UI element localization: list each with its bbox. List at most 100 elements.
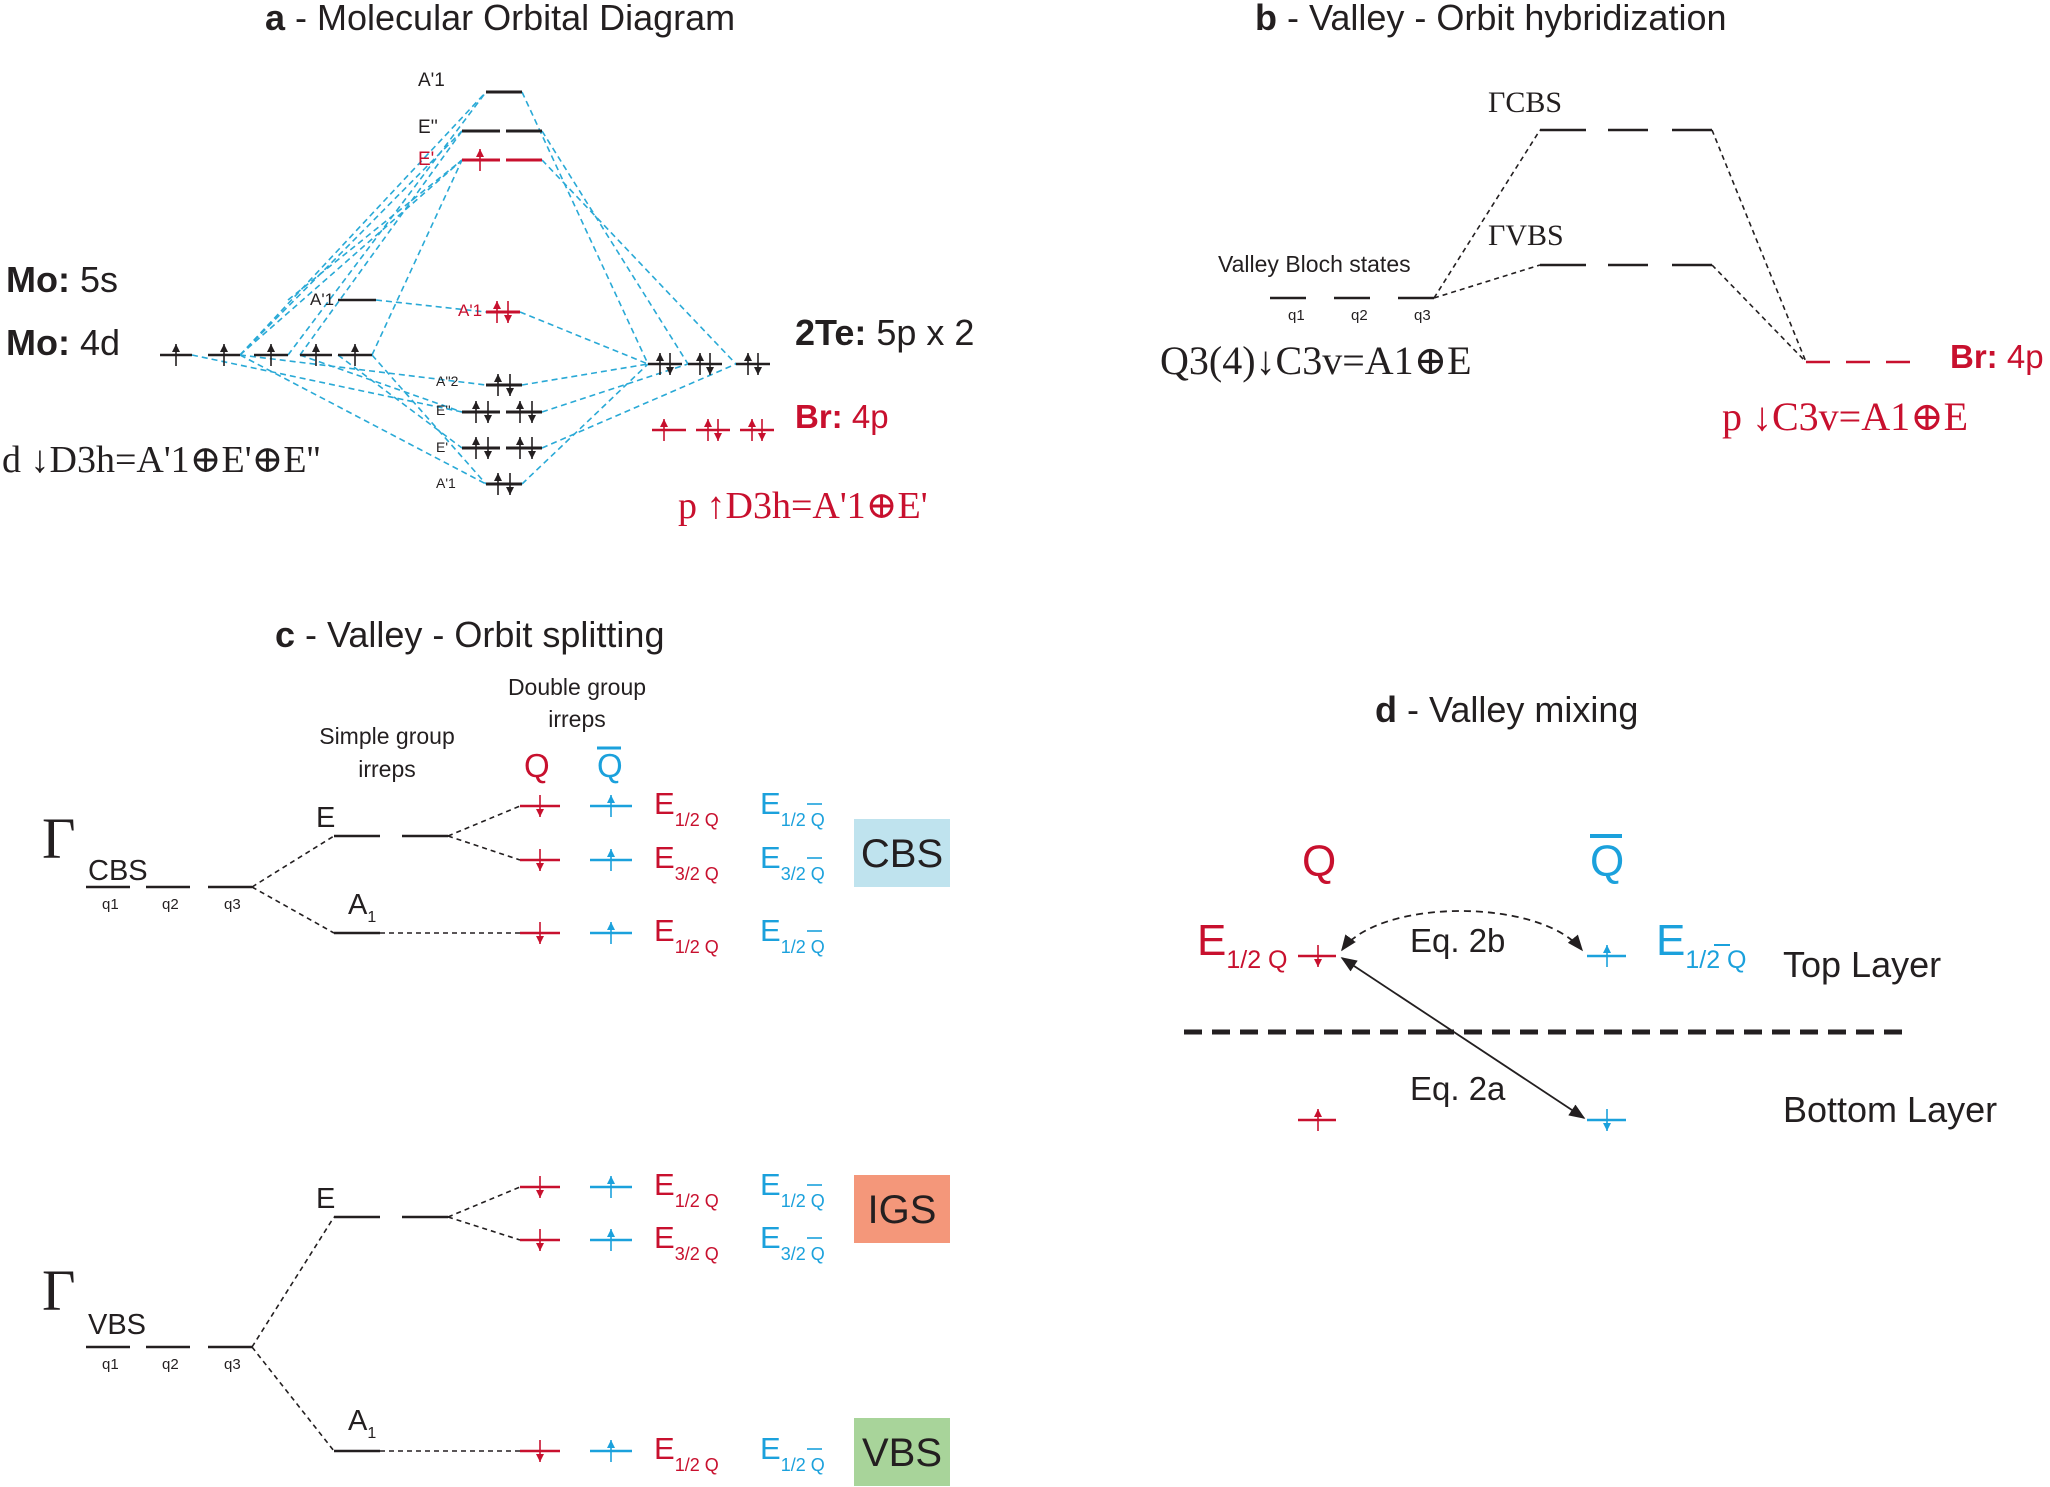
- d-top-blue-spin-head: [1603, 945, 1611, 953]
- panel-c-letter: c: [275, 614, 295, 655]
- mo-connection-21: [239, 354, 487, 485]
- igs-dash-e-row1: [447, 1186, 521, 1218]
- mo-4d-bold: Mo:: [6, 322, 70, 363]
- vbs-q1: q1: [102, 1356, 119, 1373]
- mo-level-e1-low: E': [436, 439, 448, 455]
- gamma-vbs-c: Γ: [42, 1258, 76, 1323]
- b-dash-to-cbs: [1433, 129, 1541, 299]
- q-c3v-decomposition: Q3(4)↓C3v=A1⊕E: [1160, 338, 1472, 383]
- panel-a-title: a - Molecular Orbital Diagram: [265, 0, 735, 38]
- vbs-row-red-spin-head: [536, 1454, 544, 1462]
- vbs-row-red-state: E1/2 Q: [654, 1431, 719, 1475]
- mo-e2-low-e-up-1-head: [516, 401, 524, 409]
- mo-level-e1-red: E': [418, 149, 434, 170]
- te-5p-bold: 2Te:: [795, 312, 866, 353]
- br-4p-bold-b: Br:: [1950, 338, 1998, 375]
- vbs-row-blue-spin-head: [607, 1440, 615, 1448]
- mo-a1-red-electron-up-head: [493, 301, 501, 309]
- mo-a2-e-up-head: [494, 374, 502, 382]
- panel-c: c - Valley - Orbit splitting Double grou…: [42, 614, 950, 1486]
- te-5p-e-up-2-head: [744, 353, 752, 361]
- mo-connection-20: [191, 354, 463, 413]
- panel-a-energy-levels: [160, 90, 774, 495]
- valley-q-label-c: Q: [524, 747, 550, 784]
- d-bottom-blue-spin-head: [1603, 1123, 1611, 1131]
- mo-connection-3: [287, 91, 487, 356]
- panel-b: b - Valley - Orbit hybridization ΓCBS ΓV…: [1160, 0, 2044, 439]
- d-bottom-red-spin-head: [1314, 1109, 1322, 1117]
- te-5p-label: 2Te: 5p x 2: [795, 312, 974, 353]
- te-5p-e-down-0-head: [666, 367, 674, 375]
- eq-2a-label: Eq. 2a: [1410, 1070, 1506, 1107]
- simple-group-label-2: irreps: [358, 756, 416, 782]
- top-layer-label: Top Layer: [1783, 944, 1941, 985]
- cbs-row2-blue-spin-head: [607, 849, 615, 857]
- irrep-e-vbs: E: [316, 1183, 335, 1215]
- d-orbital-decomposition: d ↓D3h=A'1⊕E'⊕E'': [2, 439, 320, 481]
- panel-d-title: d - Valley mixing: [1375, 689, 1638, 730]
- e-half-qbar-blue-d: E1/2 Q: [1656, 916, 1747, 974]
- igs-row2-red-state: E3/2 Q: [654, 1220, 719, 1264]
- cbs-row3-red-state-sub: 1/2 Q: [675, 937, 719, 957]
- cbs-row3-blue-spin-head: [607, 922, 615, 930]
- igs-row2-blue-spin-head: [607, 1229, 615, 1237]
- te-5p-text: 5p x 2: [866, 312, 974, 353]
- vbs-subscript-c: VBS: [88, 1309, 146, 1341]
- igs-row1-red-spin-head: [536, 1190, 544, 1198]
- double-group-label-1: Double group: [508, 674, 646, 700]
- bottom-layer-label: Bottom Layer: [1783, 1089, 1997, 1130]
- cbs-row3-red-state: E1/2 Q: [654, 913, 719, 957]
- simple-group-label-1: Simple group: [319, 723, 455, 749]
- irrep-a1-cbs: A1: [348, 889, 376, 926]
- cbs-q2: q2: [162, 896, 179, 913]
- panel-c-title-text: - Valley - Orbit splitting: [295, 614, 664, 655]
- mo-connection-16: [541, 363, 689, 413]
- mo-level-a1-top: A'1: [418, 70, 445, 91]
- te-5p-e-up-1-head: [696, 353, 704, 361]
- gamma-cbs-c: Γ: [42, 806, 76, 871]
- vbs-row-blue-state-sub: 1/2 Q: [781, 1455, 825, 1475]
- mo-4d-electron-2-head: [267, 344, 275, 352]
- mo-connection-5: [371, 159, 463, 356]
- vbs-q2: q2: [162, 1356, 179, 1373]
- cbs-row1-red-state-sub: 1/2 Q: [675, 810, 719, 830]
- cbs-row1-red-state: E1/2 Q: [654, 786, 719, 830]
- panel-a: a - Molecular Orbital Diagram A'1 E'' E'…: [2, 0, 974, 527]
- gamma-cbs-label-b: ΓCBS: [1488, 86, 1562, 119]
- br-4p-label-b: Br: 4p: [1950, 338, 2044, 375]
- b-q1: q1: [1288, 307, 1305, 324]
- panel-d-title-text: - Valley mixing: [1397, 689, 1638, 730]
- panel-d-letter: d: [1375, 689, 1397, 730]
- igs-row1-blue-state-sub: 1/2 Q: [781, 1191, 825, 1211]
- mo-e2-low-e-down-1-head: [528, 415, 536, 423]
- cbs-row3-blue-state-sub: 1/2 Q: [781, 937, 825, 957]
- mo-4d-electron-0-head: [172, 344, 180, 352]
- valley-qbar-label-d: Q: [1590, 837, 1624, 886]
- e-half-q-red-d: E1/2 Q: [1197, 916, 1288, 974]
- irrep-a1-vbs: A1: [348, 1405, 376, 1442]
- mo-connection-11: [521, 91, 649, 365]
- double-group-label-2: irreps: [548, 706, 606, 732]
- igs-row1-blue-spin-head: [607, 1176, 615, 1184]
- vbs-q3: q3: [224, 1356, 241, 1373]
- panel-b-levels: [1270, 128, 1910, 364]
- mo-connection-15: [521, 363, 649, 386]
- mo-e1-red-electron-head: [476, 149, 484, 157]
- igs-row2-red-spin-head: [536, 1243, 544, 1251]
- br-4p-text-b: 4p: [1998, 338, 2044, 375]
- br-4p-text-a: 4p: [843, 398, 889, 435]
- mo-e2-low-e-up-0-head: [472, 401, 480, 409]
- mo-e1-low-e-up-0-head: [472, 437, 480, 445]
- cbs-q3: q3: [224, 896, 241, 913]
- mo-5s-bold: Mo:: [6, 259, 70, 300]
- eq-2a-arrow: [1340, 957, 1586, 1119]
- mo-4d-label: Mo: 4d: [6, 322, 120, 363]
- mo-connection-13: [541, 159, 737, 365]
- p-c3v-decomposition: p ↓C3v=A1⊕E: [1722, 394, 1968, 439]
- irrep-e-cbs: E: [316, 802, 335, 834]
- igs-row1-red-state: E1/2 Q: [654, 1167, 719, 1211]
- mo-e2-low-e-down-0-head: [484, 415, 492, 423]
- mo-e1-low-e-up-1-head: [516, 437, 524, 445]
- mo-connection-0: [239, 91, 487, 356]
